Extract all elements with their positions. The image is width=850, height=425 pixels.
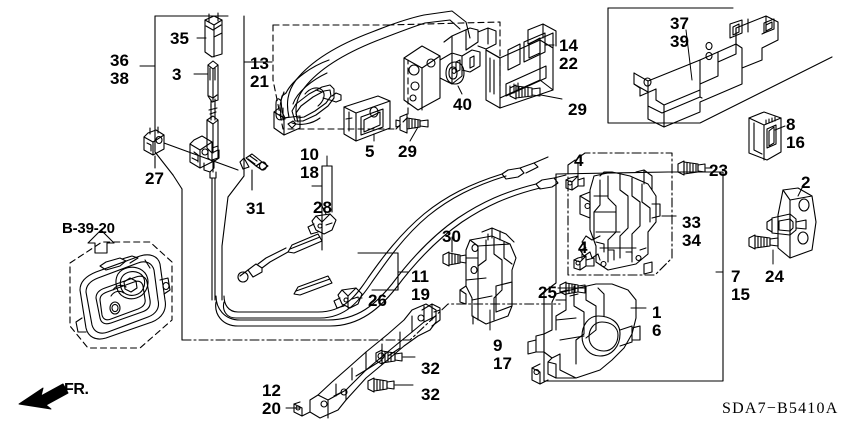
part-40-grommet [445,61,465,85]
part-3-rod [207,60,219,108]
part-5-handle-cover [343,95,391,142]
group-bracket-37-39 [607,7,833,124]
part-31-screw [239,153,269,191]
callout-5: 5 [365,142,375,161]
part-4b-clip [573,255,595,271]
callout-33-34: 33 34 [682,213,701,250]
front-direction-label: FR. [64,381,89,398]
part-32b-screw [367,377,395,393]
part-28-clip [307,213,337,235]
part-23-screw [677,160,706,176]
cable-end-fitting-lower [535,174,567,190]
callout-29-a: 29 [398,142,417,161]
part-1-6-actuator [527,283,641,385]
part-24-screw [748,234,779,250]
part-26-clip [333,287,363,309]
part-outer-door-handle [273,10,497,136]
group-bracket-7-15 [543,171,724,382]
b-39-20-arrow [87,229,115,254]
callout-32-a: 32 [421,359,440,378]
callout-26: 26 [368,291,387,310]
group-bracket-10-18 [311,165,333,251]
part-rod-holder [189,135,219,173]
diagram-part-number: SDA7−B5410A [722,400,839,417]
leader-lines [193,29,805,409]
dash-box-cable-group [181,303,561,341]
cable-assembly-upper [222,173,507,319]
part-29a-screw [395,113,429,134]
callout-30: 30 [442,227,461,246]
callout-40: 40 [453,95,472,114]
dash-box-33-34 [567,152,673,276]
callout-35: 35 [170,29,189,48]
callout-13-21: 13 21 [250,54,269,91]
reference-callout-b-39-20: B-39-20 [62,220,115,237]
group-bracket-36-38 [139,15,229,190]
callout-27: 27 [145,169,164,188]
callout-31: 31 [246,199,265,218]
callout-4-b: 4 [578,238,588,257]
group-bracket-11-19 [357,252,409,291]
callout-37-39: 37 39 [670,14,689,51]
callout-12-20: 12 20 [262,381,281,418]
part-inner-door-handle [75,254,171,340]
callout-10-18: 10 18 [300,145,319,182]
part-32a-screw [375,349,403,365]
cable-end-fitting-upper [501,156,549,180]
callout-8-16: 8 16 [786,115,805,152]
dash-box-inner-handle [69,241,173,349]
part-37-39-reinforcement [633,15,779,128]
part-29b-screw [509,84,541,100]
part-14-22-handle-base [485,23,557,109]
part-30-screw [442,239,467,267]
part-12-20-rail [293,303,441,419]
part-27-clip [143,126,165,156]
callout-24: 24 [765,267,784,286]
callout-25: 25 [538,283,557,302]
callout-14-22: 14 22 [559,36,578,73]
callout-32-b: 32 [421,385,440,404]
callout-11-19: 11 19 [411,267,430,304]
cable-sleeve-upper [287,233,323,254]
callout-29-b: 29 [568,100,587,119]
part-8-16-switch [748,111,782,161]
callout-28: 28 [313,198,332,217]
part-2-striker [766,187,817,259]
callout-1-6: 1 6 [652,303,662,340]
part-9-17-lock-unit [459,227,517,325]
cable-inner-end-upper [237,247,289,283]
cable-sleeve-lower [293,275,333,296]
group-bracket-13-21 [221,15,273,301]
callout-9-17: 9 17 [493,336,512,373]
part-35-knob [204,12,223,58]
callout-2: 2 [801,173,811,192]
callout-7-15: 7 15 [731,267,750,304]
cable-assembly-lower [215,183,541,327]
part-33-34-latch-plate [579,169,661,275]
fr-direction-arrow [18,383,69,410]
part-lock-rod-lower [206,103,220,301]
callout-36-38: 36 38 [110,51,129,88]
part-4a-clip [565,175,585,191]
callout-23: 23 [709,161,728,180]
callout-4-a: 4 [574,151,584,170]
callout-3: 3 [172,65,182,84]
leader-27-to-rod [163,142,239,171]
